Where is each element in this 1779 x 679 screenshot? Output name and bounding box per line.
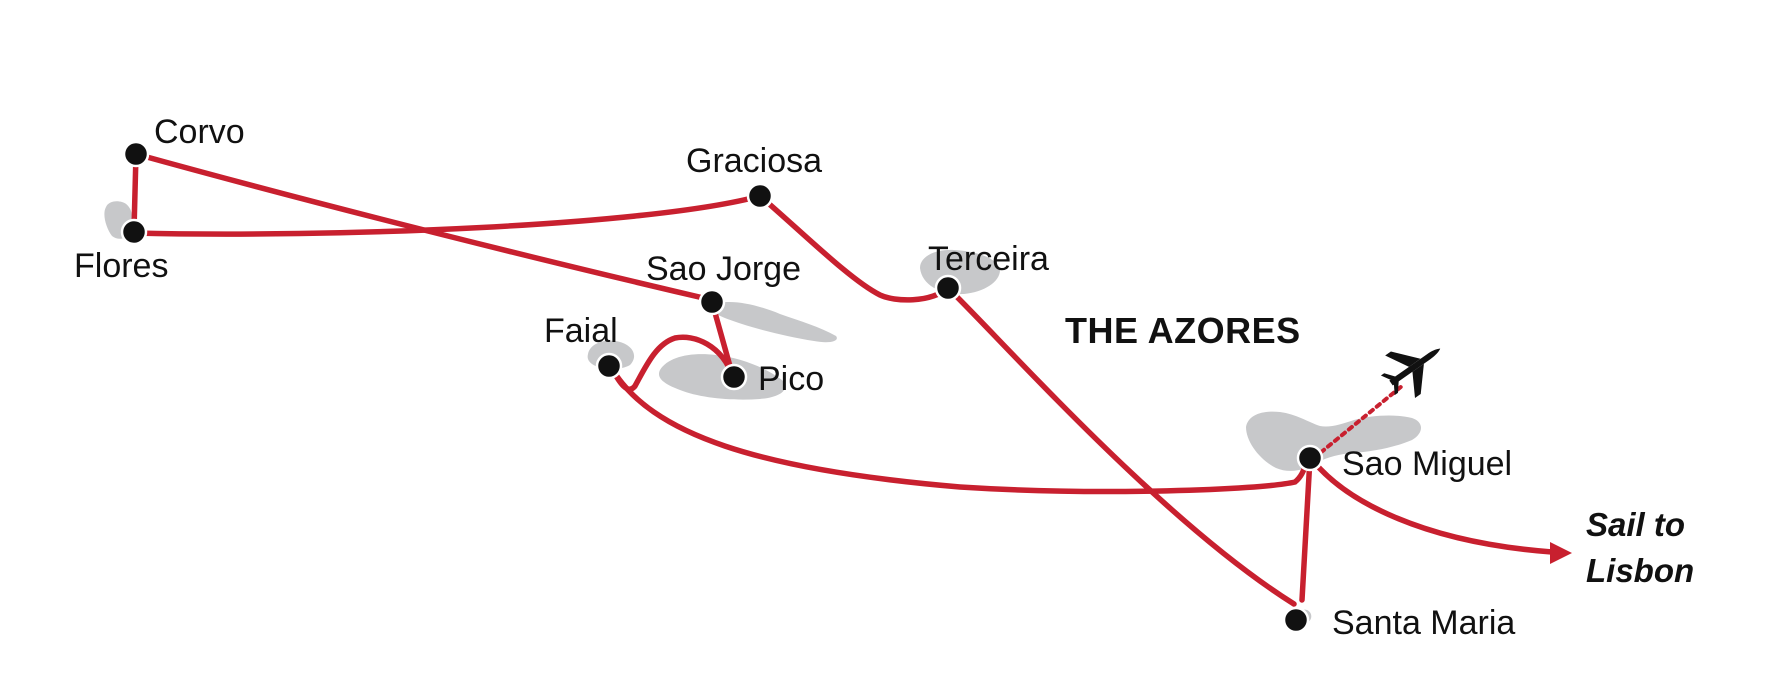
port-dot-santa-maria: [1282, 606, 1310, 634]
label-sao-jorge: Sao Jorge: [646, 250, 801, 288]
destination-line-1: Sail to: [1586, 506, 1685, 543]
route-faial-sao-miguel: [608, 364, 1309, 495]
port-dot-flores: [120, 218, 148, 246]
port-dot-corvo: [122, 140, 150, 168]
port-dot-pico: [720, 363, 748, 391]
cruise-routes: [131, 151, 1555, 607]
island-sao-jorge: [711, 301, 837, 343]
label-terceira: Terceira: [928, 240, 1049, 278]
route-sao-miguel-santa-maria: [1299, 455, 1313, 603]
port-dot-sao-jorge: [698, 288, 726, 316]
port-dot-sao-miguel: [1296, 444, 1324, 472]
label-sao-miguel: Sao Miguel: [1342, 445, 1512, 483]
label-graciosa: Graciosa: [686, 142, 822, 180]
destination-line-2: Lisbon: [1586, 552, 1694, 589]
route-corvo-sao-jorge: [133, 151, 715, 303]
port-dot-graciosa: [746, 182, 774, 210]
route-graciosa-terceira: [757, 193, 951, 303]
map-title: THE AZORES: [1065, 310, 1301, 351]
label-pico: Pico: [758, 360, 824, 398]
label-flores: Flores: [74, 247, 168, 285]
route-terceira-santa-maria: [945, 285, 1297, 607]
port-dot-terceira: [934, 274, 962, 302]
label-faial: Faial: [544, 312, 618, 350]
port-labels: Corvo Flores Graciosa Terceira Sao Jorge…: [74, 113, 1515, 642]
route-sao-miguel-lisbon: [1311, 459, 1555, 555]
port-dot-faial: [595, 352, 623, 380]
port-dots: [120, 140, 1324, 634]
route-flores-graciosa: [131, 193, 763, 237]
arrow-head-icon: [1550, 542, 1572, 564]
label-corvo: Corvo: [154, 113, 245, 151]
airplane-icon: [1380, 348, 1441, 399]
label-santa-maria: Santa Maria: [1332, 604, 1515, 642]
route-sao-miguel-air: [1312, 384, 1404, 460]
destination-label: Sail to Lisbon: [1586, 506, 1694, 589]
